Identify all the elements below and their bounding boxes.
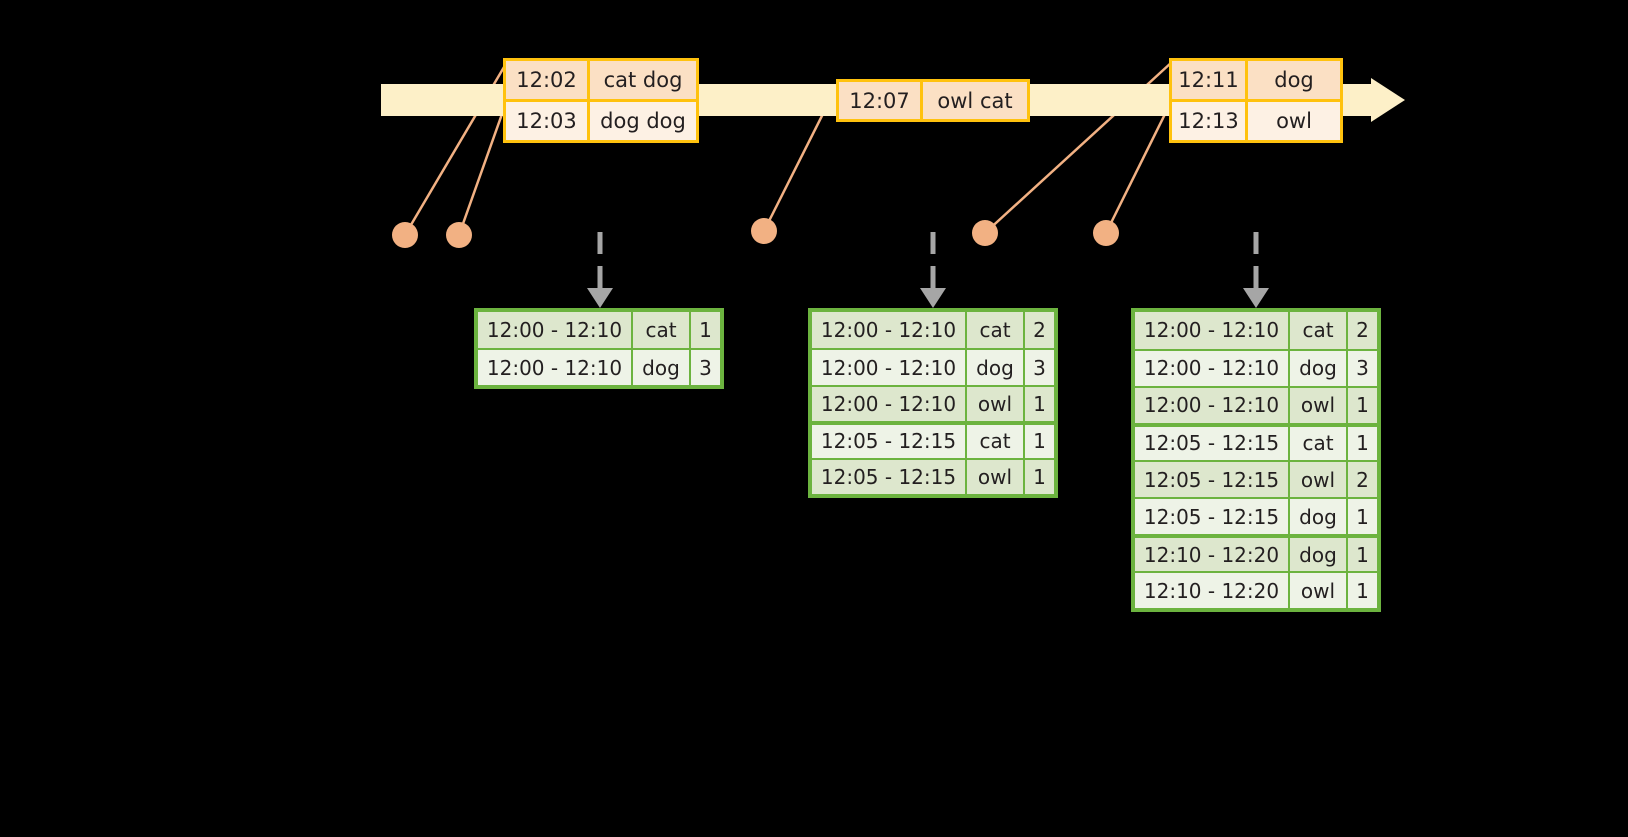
flow-arrow-3-head-icon [1243, 288, 1269, 308]
cell-count: 1 [1033, 429, 1046, 454]
event-marker-4[interactable] [972, 220, 998, 246]
cell-count: 2 [1033, 318, 1046, 343]
cell-window: 12:00 - 12:10 [812, 350, 967, 385]
cell-word: dog [633, 350, 691, 385]
event-time: 12:13 [1172, 102, 1248, 140]
cell-window: 12:10 - 12:20 [1135, 538, 1290, 572]
cell-window: 12:00 - 12:10 [478, 312, 633, 349]
cell-window: 12:00 - 12:10 [478, 350, 633, 385]
connector-5 [1104, 99, 1174, 234]
dashed-flow-arrow-group [587, 232, 1269, 308]
event-words: dog [1274, 68, 1314, 92]
cell-count: 3 [1356, 356, 1369, 381]
cell-word: cat [967, 425, 1025, 458]
event-row[interactable]: 12:07 owl cat [839, 82, 1027, 119]
cell-count: 1 [1356, 393, 1369, 418]
cell-word: cat [633, 312, 691, 349]
timeline-arrowhead-icon [1371, 78, 1405, 122]
cell-word: cat [967, 312, 1025, 349]
cell-word: owl [1290, 387, 1348, 423]
connector-2 [457, 99, 509, 236]
cell-window: 12:05 - 12:15 [812, 459, 967, 495]
event-row[interactable]: 12:02 cat dog [506, 61, 696, 99]
cell-window: 12:05 - 12:15 [1135, 462, 1290, 497]
cell-word: owl [967, 386, 1025, 422]
cell-count: 1 [1033, 464, 1046, 489]
event-marker-3[interactable] [751, 218, 777, 244]
event-time: 12:11 [1172, 61, 1248, 99]
flow-arrow-2-head-icon [920, 288, 946, 308]
event-group-3[interactable]: 12:11 dog 12:13 owl [1169, 58, 1343, 143]
cell-window: 12:00 - 12:10 [812, 312, 967, 349]
cell-word: dog [1290, 350, 1348, 386]
cell-count: 1 [1356, 578, 1369, 603]
event-marker-1[interactable] [392, 222, 418, 248]
event-words: dog dog [600, 109, 686, 133]
event-marker-2[interactable] [446, 222, 472, 248]
cell-window: 12:10 - 12:20 [1135, 573, 1290, 609]
event-words: owl cat [937, 88, 1013, 113]
cell-word: owl [1290, 462, 1348, 497]
cell-window: 12:00 - 12:10 [812, 386, 967, 422]
cell-window: 12:05 - 12:15 [1135, 499, 1290, 534]
event-time: 12:03 [506, 102, 590, 140]
cell-window: 12:00 - 12:10 [1135, 387, 1290, 423]
cell-window: 12:00 - 12:10 [1135, 312, 1290, 349]
cell-word: dog [1290, 538, 1348, 572]
cell-count: 2 [1356, 318, 1369, 343]
event-marker-5[interactable] [1093, 220, 1119, 246]
cell-count: 1 [699, 318, 712, 343]
event-time: 12:07 [839, 82, 923, 119]
event-words: owl [1276, 109, 1312, 133]
event-group-1[interactable]: 12:02 cat dog 12:03 dog dog [503, 58, 699, 143]
event-group-2[interactable]: 12:07 owl cat [836, 79, 1030, 122]
cell-count: 1 [1356, 431, 1369, 456]
event-row[interactable]: 12:11 dog [1172, 61, 1340, 99]
cell-count: 1 [1356, 542, 1369, 567]
event-row[interactable]: 12:03 dog dog [506, 99, 696, 140]
cell-count: 2 [1356, 467, 1369, 492]
event-time: 12:02 [506, 61, 590, 99]
cell-word: dog [1290, 499, 1348, 534]
cell-word: cat [1290, 426, 1348, 460]
cell-count: 1 [1356, 504, 1369, 529]
cell-window: 12:05 - 12:15 [1135, 426, 1290, 460]
flow-arrow-1-head-icon [587, 288, 613, 308]
cell-window: 12:00 - 12:10 [1135, 350, 1290, 386]
cell-word: owl [1290, 573, 1348, 609]
event-words: cat dog [603, 68, 683, 92]
cell-count: 3 [1033, 355, 1046, 380]
cell-window: 12:05 - 12:15 [812, 425, 967, 458]
event-row[interactable]: 12:13 owl [1172, 99, 1340, 140]
cell-count: 3 [699, 355, 712, 380]
cell-word: cat [1290, 312, 1348, 349]
cell-count: 1 [1033, 391, 1046, 416]
cell-word: owl [967, 459, 1025, 495]
cell-word: dog [967, 350, 1025, 385]
